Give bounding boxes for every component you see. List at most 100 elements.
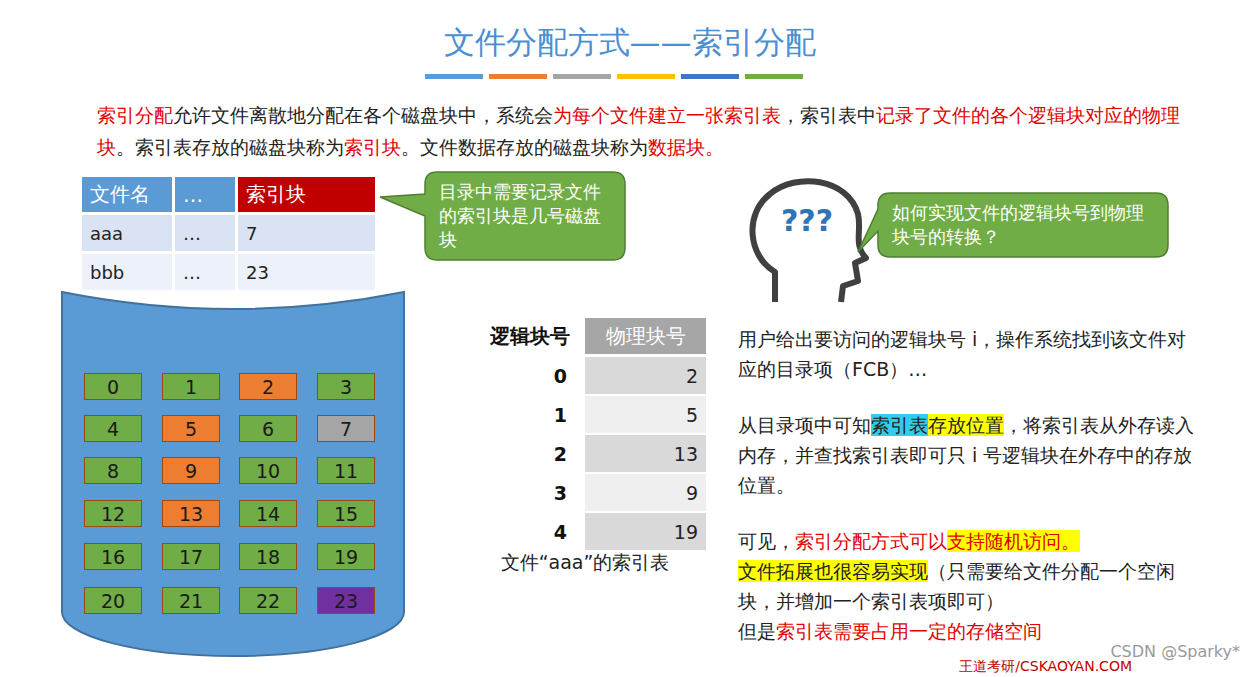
block-number: 6 (262, 418, 274, 440)
thinking-head-icon (752, 181, 866, 302)
disk-block: 15 (317, 500, 375, 527)
block-number: 9 (185, 460, 197, 482)
table-header: 逻辑块号 (470, 318, 578, 354)
bubble-outline (858, 193, 1168, 257)
text-run: 用户给出要访问的逻辑块号 i，操作系统找到该文件对应的目录项（FCB）… (738, 328, 1186, 380)
block-number: 11 (334, 460, 358, 482)
table-cell: 9 (585, 474, 706, 511)
text-run: 但是 (738, 620, 776, 642)
block-number: 1 (185, 376, 197, 398)
text-run: 从目录项中可知 (738, 414, 871, 436)
block-number: 0 (107, 376, 119, 398)
callout-text: 如何实现文件的逻辑块号到物理块号的转换？ (892, 201, 1154, 249)
block-number: 22 (256, 590, 280, 612)
table-cell: 2 (585, 357, 706, 394)
table-cell: 0 (478, 357, 575, 394)
table-cell: 4 (478, 513, 575, 550)
disk-block: 21 (162, 587, 220, 614)
bubble-outline (380, 172, 625, 260)
text-run: 。索引表存放的磁盘块称为 (116, 136, 344, 158)
text-run: 存放位置 (928, 414, 1004, 436)
text-run: 索引表 (871, 414, 928, 436)
table-cell: … (175, 215, 235, 251)
callout-bubble: 如何实现文件的逻辑块号到物理块号的转换？ (878, 193, 1168, 257)
paragraph: 文件拓展也很容易实现（只需要给文件分配一个空闲块，并增加一个索引表项即可） (738, 556, 1200, 616)
color-bar (425, 74, 483, 79)
text-run: 索引块 (344, 136, 401, 158)
disk-cylinder (62, 292, 404, 656)
disk-block: 1 (162, 373, 220, 400)
table-cell: 1 (478, 396, 575, 433)
disk-block: 3 (317, 373, 375, 400)
block-number: 18 (256, 546, 280, 568)
disk-block: 0 (84, 373, 142, 400)
block-number: 7 (340, 418, 352, 440)
disk-block: 13 (162, 500, 220, 527)
paragraph: 从目录项中可知索引表存放位置，将索引表从外存读入内存，并查找索引表即可只 i 号… (738, 410, 1200, 500)
disk-block: 8 (84, 457, 142, 484)
block-number: 10 (256, 460, 280, 482)
disk-block: 7 (317, 415, 375, 442)
callout-text: 目录中需要记录文件的索引块是几号磁盘块 (439, 180, 611, 252)
disk-block: 12 (84, 500, 142, 527)
table-cell: bbb (82, 254, 172, 290)
text-run: 允许文件离散地分配在各个磁盘块中，系统会 (173, 104, 553, 126)
text-run: 索引分配 (97, 104, 173, 126)
block-number: 3 (340, 376, 352, 398)
block-number: 12 (101, 503, 125, 525)
table-cell: aaa (82, 215, 172, 251)
watermark: 王道考研/CSKAOYAN.COM (940, 657, 1140, 677)
block-number: 19 (334, 546, 358, 568)
color-bar (745, 74, 803, 79)
disk-block: 10 (239, 457, 297, 484)
disk-block: 20 (84, 587, 142, 614)
text-run: 索引分配方式可以 (795, 530, 947, 552)
disk-block: 17 (162, 543, 220, 570)
block-number: 4 (107, 418, 119, 440)
block-number: 16 (101, 546, 125, 568)
block-number: 13 (179, 503, 203, 525)
table-cell: 19 (585, 513, 706, 550)
disk-block: 18 (239, 543, 297, 570)
disk-block: 16 (84, 543, 142, 570)
text-run: 为每个文件建立一张索引表 (553, 104, 781, 126)
disk-block: 19 (317, 543, 375, 570)
color-bar (617, 74, 675, 79)
disk-block: 9 (162, 457, 220, 484)
table-cell: 5 (585, 396, 706, 433)
text-run: 。文件数据存放的磁盘块称为 (401, 136, 648, 158)
disk-block: 22 (239, 587, 297, 614)
table-cell: 3 (478, 474, 575, 511)
table-cell: 13 (585, 435, 706, 472)
block-number: 2 (262, 376, 274, 398)
block-number: 8 (107, 460, 119, 482)
block-number: 14 (256, 503, 280, 525)
text-run: ，索引表中 (781, 104, 876, 126)
table-header: 物理块号 (585, 318, 706, 354)
block-number: 21 (179, 590, 203, 612)
text-run: 支持随机访问。 (947, 530, 1080, 552)
table-header: … (175, 177, 235, 212)
text-run: 可见， (738, 530, 795, 552)
paragraph: 索引分配允许文件离散地分配在各个磁盘块中，系统会为每个文件建立一张索引表，索引表… (97, 99, 1187, 163)
text-run: 索引表需要占用一定的存储空间 (776, 620, 1042, 642)
text-column: 用户给出要访问的逻辑块号 i，操作系统找到该文件对应的目录项（FCB）… 从目录项… (738, 324, 1200, 646)
disk-block: 14 (239, 500, 297, 527)
paragraph: 可见，索引分配方式可以支持随机访问。 (738, 526, 1200, 556)
text-run: 数据块。 (648, 136, 724, 158)
block-number: 23 (334, 590, 358, 612)
block-number: 5 (185, 418, 197, 440)
disk-block: 11 (317, 457, 375, 484)
question-marks: ??? (772, 200, 842, 240)
table-cell: 2 (478, 435, 575, 472)
color-bar (489, 74, 547, 79)
table-cell: 7 (238, 215, 375, 251)
disk-block: 23 (317, 587, 375, 614)
disk-block: 4 (84, 415, 142, 442)
table-header: 文件名 (82, 177, 172, 212)
callout-bubble: 目录中需要记录文件的索引块是几号磁盘块 (425, 172, 625, 260)
block-number: 17 (179, 546, 203, 568)
table-caption: 文件“aaa”的索引表 (460, 548, 710, 578)
disk-block: 6 (239, 415, 297, 442)
title: 文件分配方式——索引分配 (0, 22, 1259, 64)
